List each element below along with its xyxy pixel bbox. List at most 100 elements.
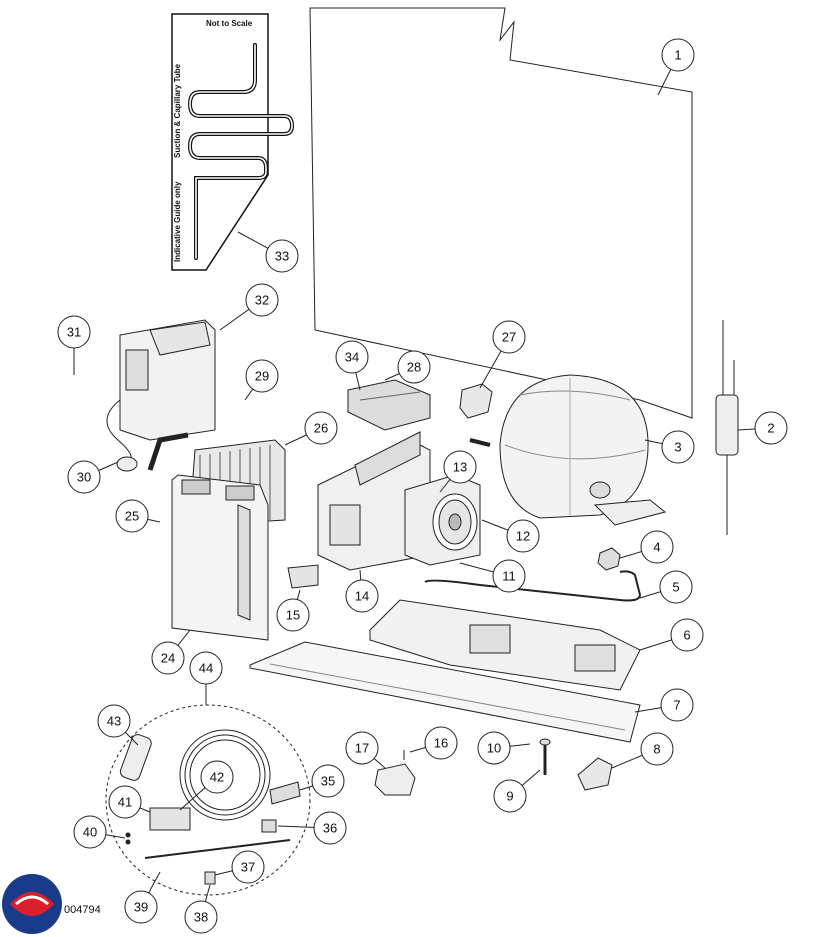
callout-circle (304, 411, 338, 445)
callout-44: 44 (189, 651, 223, 705)
callout-number: 8 (653, 742, 660, 757)
drain-tube (147, 432, 189, 471)
callout-number: 13 (453, 460, 467, 475)
callout-number: 3 (674, 440, 681, 455)
front-cover (171, 474, 269, 641)
callout-43: 43 (97, 704, 139, 746)
callout-39: 39 (124, 871, 161, 924)
callout-circle (477, 731, 511, 765)
callout-number: 30 (77, 470, 91, 485)
callout-number: 12 (516, 529, 530, 544)
reference-code: 004794 (64, 904, 101, 916)
callout-number: 37 (241, 860, 255, 875)
electronic-module (347, 379, 431, 431)
callout-5: 5 (639, 570, 693, 604)
callout-number: 27 (502, 330, 516, 345)
callout-number: 34 (345, 350, 359, 365)
callout-number: 24 (161, 651, 175, 666)
callout-8: 8 (611, 732, 674, 769)
callout-circle (492, 559, 526, 593)
callout-32: 32 (219, 283, 279, 331)
callout-30: 30 (67, 460, 119, 494)
callout-37: 37 (214, 850, 265, 884)
callout-circle (335, 340, 369, 374)
callout-6: 6 (639, 618, 704, 652)
callout-number: 10 (487, 741, 501, 756)
callout-circle (311, 764, 345, 798)
callout-number: 38 (194, 910, 208, 925)
callout-circle (640, 530, 674, 564)
callout-number: 35 (321, 774, 335, 789)
callout-circle (108, 785, 142, 819)
tube-guide-panel (171, 13, 295, 271)
callout-29: 29 (244, 359, 279, 401)
callout-number: 15 (286, 608, 300, 623)
callout-38: 38 (184, 884, 218, 934)
callout-circle (115, 499, 149, 533)
callout-number: 40 (83, 825, 97, 840)
callout-35: 35 (299, 764, 345, 798)
small-parts (287, 564, 613, 796)
callout-circle (151, 641, 185, 675)
callout-circle (184, 900, 218, 934)
callout-circle (493, 779, 527, 813)
callout-10: 10 (477, 731, 531, 765)
callout-circle (67, 460, 101, 494)
callout-1: 1 (657, 38, 695, 96)
callout-layer: 1234567891011121314151617242526272829303… (57, 38, 788, 934)
callout-circle (57, 315, 91, 349)
callout-13: 13 (439, 450, 477, 493)
callout-27: 27 (479, 320, 526, 389)
callout-number: 2 (767, 421, 774, 436)
callout-40: 40 (73, 815, 126, 849)
tube-title: Suction & Capillary Tube (173, 63, 182, 158)
callout-number: 9 (506, 789, 513, 804)
filter-drier (715, 320, 739, 535)
callout-circle (276, 598, 310, 632)
callout-circle (231, 850, 265, 884)
callout-circle (659, 570, 693, 604)
base-tray (369, 599, 641, 691)
callout-circle (443, 450, 477, 484)
callout-circle (661, 38, 695, 72)
callout-circle (200, 760, 234, 794)
callout-36: 36 (277, 811, 347, 845)
callout-circle (640, 732, 674, 766)
callout-number: 28 (407, 360, 421, 375)
callout-number: 33 (275, 249, 289, 264)
brand-logo (2, 874, 62, 934)
callout-34: 34 (335, 340, 369, 391)
callout-circle (397, 350, 431, 384)
callout-number: 17 (355, 741, 369, 756)
callout-25: 25 (115, 499, 161, 533)
callout-number: 29 (255, 369, 269, 384)
callout-number: 44 (199, 661, 213, 676)
compressor (469, 374, 667, 526)
nut (597, 547, 621, 571)
callout-circle (124, 890, 158, 924)
callout-number: 14 (355, 589, 369, 604)
callout-circle (670, 618, 704, 652)
callout-number: 11 (502, 569, 516, 584)
callout-number: 25 (125, 509, 139, 524)
callout-16: 16 (409, 726, 458, 760)
callout-number: 41 (118, 795, 132, 810)
thermostat-housing (106, 319, 216, 472)
callout-24: 24 (151, 629, 191, 675)
callout-15: 15 (276, 589, 310, 632)
callout-14: 14 (345, 569, 379, 613)
callout-circle (73, 815, 107, 849)
callout-number: 36 (323, 821, 337, 836)
callout-number: 7 (673, 698, 680, 713)
callout-circle (97, 704, 131, 738)
callout-circle (345, 731, 379, 765)
callout-circle (245, 283, 279, 317)
thermostat-kit-group (105, 704, 311, 896)
scale-note: Not to Scale (206, 19, 253, 28)
callout-circle (506, 519, 540, 553)
callout-number: 31 (67, 325, 81, 340)
callout-circle (660, 688, 694, 722)
callout-number: 16 (434, 736, 448, 751)
guide-note: Indicative Guide only (173, 181, 182, 262)
